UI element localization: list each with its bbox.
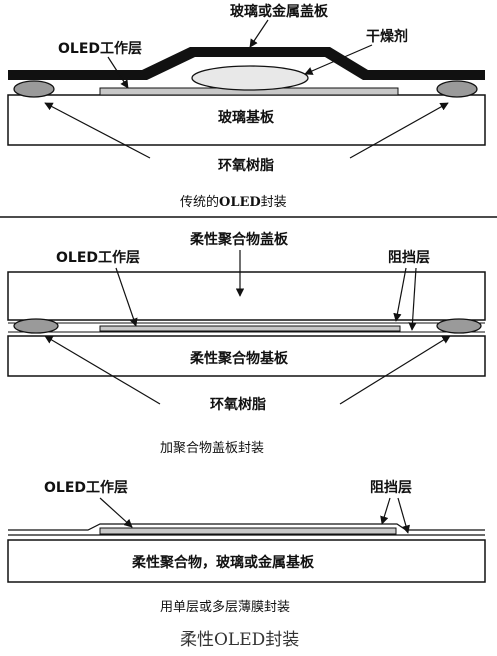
label-desiccant: 干燥剂 <box>366 28 408 45</box>
oled-layer <box>99 527 397 535</box>
glass-substrate <box>7 94 486 146</box>
section-polymer-cover: 柔性聚合物盖板 OLED工作层 阻挡层 柔性聚合物基板 环氧树脂 加聚合物盖板封… <box>7 231 486 456</box>
arrow-oled <box>99 497 133 528</box>
label-cover: 玻璃或金属盖板 <box>230 3 329 20</box>
arrow-oled <box>115 267 138 327</box>
arrow-epoxy-right <box>339 335 451 405</box>
label-barrier: 阻挡层 <box>370 479 412 496</box>
label-epoxy: 环氧树脂 <box>218 157 274 174</box>
thin-film-substrate <box>7 539 486 583</box>
label-barrier: 阻挡层 <box>388 249 430 266</box>
oled-layer <box>99 325 401 332</box>
label-oled: OLED工作层 <box>44 479 128 496</box>
polymer-cover <box>7 271 486 321</box>
epoxy-bead-right <box>436 80 478 98</box>
epoxy-bead-left <box>13 80 55 98</box>
arrow-epoxy-right <box>349 102 449 159</box>
arrow-barrier-2 <box>408 267 417 331</box>
label-oled: OLED工作层 <box>58 40 142 57</box>
arrow-cover <box>249 19 269 48</box>
label-thin-film-substrate: 柔性聚合物，玻璃或金属基板 <box>131 554 315 571</box>
label-glass-substrate: 玻璃基板 <box>218 109 275 126</box>
polymer-substrate <box>7 335 486 377</box>
epoxy-bead-left <box>13 318 59 334</box>
arrow-epoxy-left <box>44 335 161 405</box>
section-thin-film: OLED工作层 阻挡层 柔性聚合物，玻璃或金属基板 用单层或多层薄膜封装 <box>7 479 486 615</box>
label-epoxy: 环氧树脂 <box>210 396 266 413</box>
figure-title: 柔性OLED封装 <box>180 630 299 650</box>
label-oled: OLED工作层 <box>56 249 140 266</box>
desiccant <box>191 65 309 91</box>
caption-traditional: 传统的OLED封装 <box>180 194 287 210</box>
section-traditional: 玻璃或金属盖板 OLED工作层 干燥剂 玻璃基板 环氧树脂 传统的OLED封装 <box>7 3 486 210</box>
arrow-barrier-2 <box>397 497 410 534</box>
label-polymer-substrate: 柔性聚合物基板 <box>189 350 289 367</box>
label-polymer-cover: 柔性聚合物盖板 <box>189 231 289 248</box>
glass-metal-cover <box>8 47 485 80</box>
arrow-epoxy-left <box>44 102 151 159</box>
arrow-barrier-1 <box>380 497 391 525</box>
epoxy-bead-right <box>436 318 482 334</box>
arrow-desiccant <box>304 44 373 75</box>
thin-film-barrier-outer <box>8 523 485 531</box>
caption-thin-film: 用单层或多层薄膜封装 <box>160 599 290 615</box>
arrow-oled <box>107 56 129 89</box>
caption-polymer-cover: 加聚合物盖板封装 <box>160 441 264 456</box>
arrow-barrier-1 <box>393 267 407 322</box>
